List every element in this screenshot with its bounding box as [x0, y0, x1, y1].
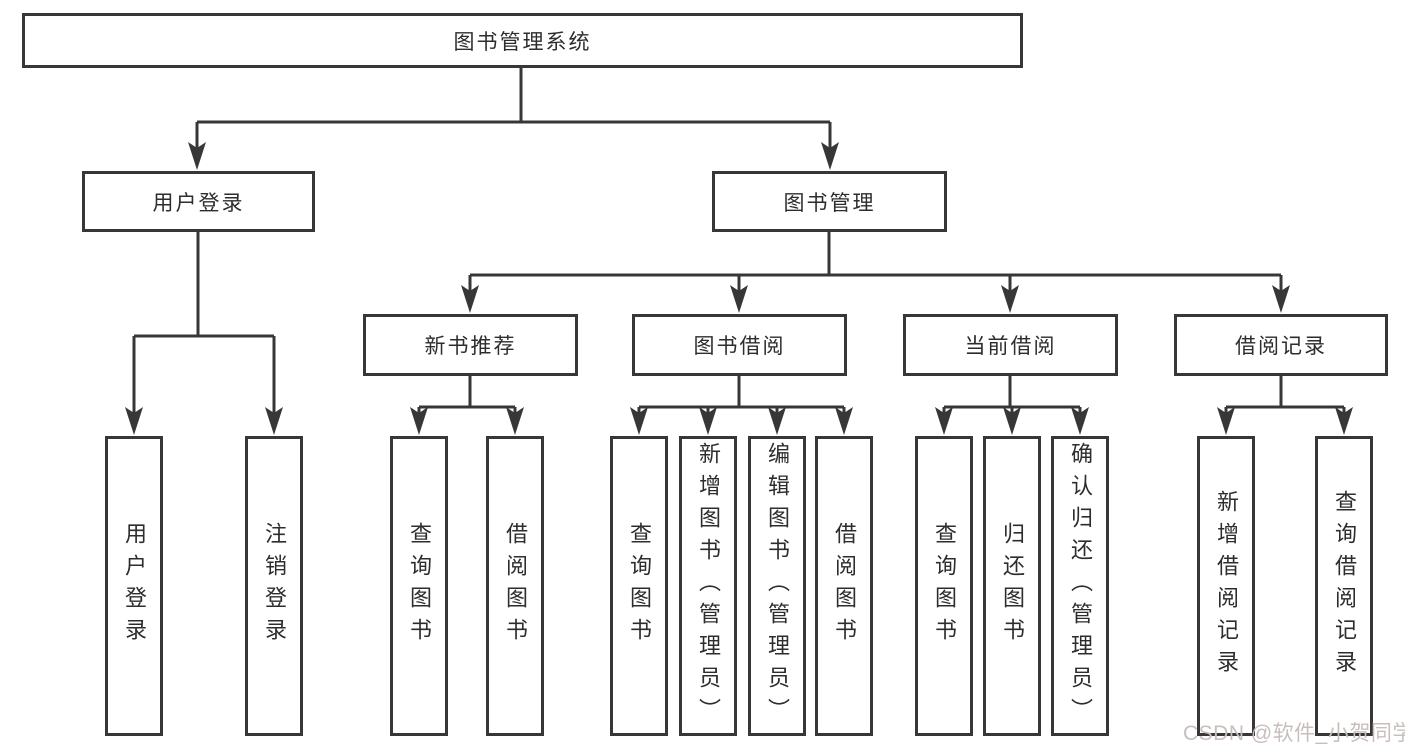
watermark: CSDN @软件_小贺同学 [1183, 722, 1405, 745]
leaf-label: 归还图书 [1000, 522, 1025, 650]
node-current-borrow: 当前借阅 [903, 314, 1118, 376]
node-label: 用户登录 [152, 191, 245, 215]
node-book-management: 图书管理 [712, 171, 947, 232]
leaf-records-add-record: 新增借阅记录 [1197, 436, 1255, 736]
leaf-label: 新增图书（管理员） [696, 442, 721, 730]
leaf-label: 查询图书 [932, 522, 957, 650]
node-new-book-recommend: 新书推荐 [363, 314, 578, 376]
node-label: 图书借阅 [693, 335, 786, 358]
leaf-current-return-books: 归还图书 [983, 436, 1041, 736]
leaf-label: 查询借阅记录 [1332, 490, 1357, 682]
leaf-label: 查询图书 [407, 522, 432, 650]
node-label: 借阅记录 [1235, 335, 1327, 358]
leaf-user-login: 用户登录 [105, 436, 163, 736]
leaf-label: 确认归还（管理员） [1068, 442, 1093, 730]
node-label: 图书管理系统 [453, 30, 592, 54]
leaf-current-query-books: 查询图书 [915, 436, 973, 736]
node-borrow-records: 借阅记录 [1174, 314, 1388, 376]
leaf-borrow-borrow-books: 借阅图书 [815, 436, 873, 736]
leaf-borrow-query-books: 查询图书 [610, 436, 668, 736]
leaf-label: 注销登录 [262, 522, 287, 650]
node-label: 当前借阅 [964, 335, 1057, 358]
node-book-management-system: 图书管理系统 [22, 13, 1023, 68]
leaf-label: 用户登录 [122, 522, 147, 650]
leaf-recommend-query-books: 查询图书 [390, 436, 448, 736]
leaf-borrow-add-books-admin: 新增图书（管理员） [679, 436, 737, 736]
leaf-label: 查询图书 [627, 522, 652, 650]
leaf-logout: 注销登录 [245, 436, 303, 736]
leaf-recommend-borrow-books: 借阅图书 [486, 436, 544, 736]
node-label: 新书推荐 [424, 335, 517, 358]
leaf-current-confirm-return-admin: 确认归还（管理员） [1051, 436, 1109, 736]
leaf-label: 借阅图书 [503, 522, 528, 650]
leaf-borrow-edit-books-admin: 编辑图书（管理员） [748, 436, 806, 736]
leaf-label: 借阅图书 [832, 522, 857, 650]
leaf-label: 新增借阅记录 [1214, 490, 1239, 682]
node-label: 图书管理 [783, 191, 876, 215]
leaf-records-query-record: 查询借阅记录 [1315, 436, 1373, 736]
node-user-login: 用户登录 [82, 171, 315, 232]
node-book-borrow: 图书借阅 [632, 314, 847, 376]
leaf-label: 编辑图书（管理员） [765, 442, 790, 730]
